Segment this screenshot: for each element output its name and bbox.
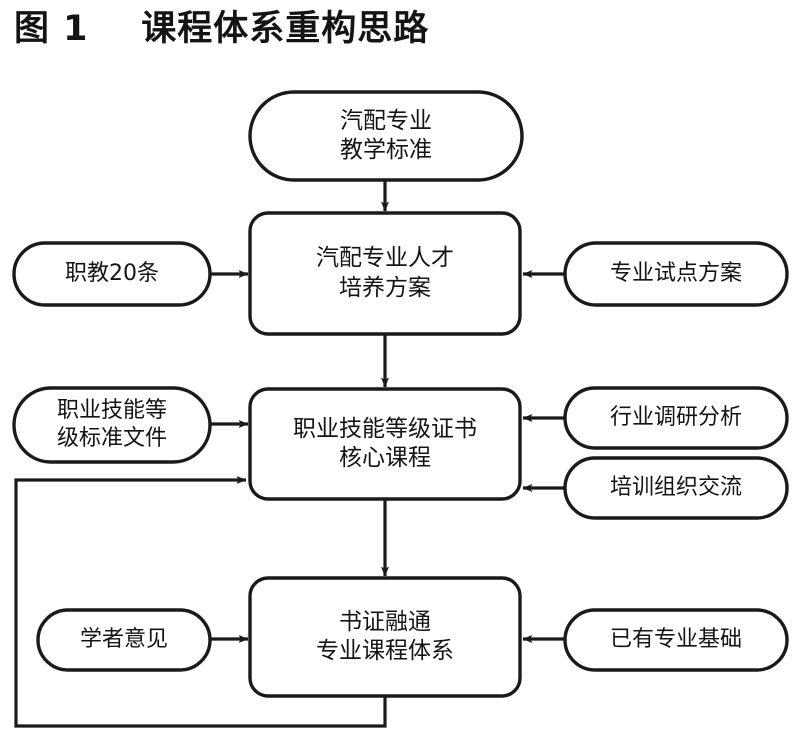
node-label: 书证融通 专业课程体系 (316, 608, 454, 664)
node-label: 职业技能等 级标准文件 (56, 397, 167, 451)
node-skill-level-standard-document[interactable]: 职业技能等 级标准文件 (14, 388, 210, 462)
node-label: 职业技能等级证书 核心课程 (293, 415, 477, 471)
node-label: 职教20条 (65, 260, 159, 286)
node-integrated-course-system[interactable]: 书证融通 专业课程体系 (250, 578, 520, 696)
node-label: 汽配专业人才 培养方案 (316, 245, 454, 301)
node-shape-existing-professional-base[interactable] (563, 608, 789, 672)
node-label: 专业试点方案 (609, 260, 742, 286)
node-shape-vocational-education-20[interactable] (12, 241, 212, 307)
node-shape-skill-certificate-core-course[interactable] (248, 387, 522, 501)
node-vocational-education-20[interactable]: 职教20条 (14, 243, 210, 305)
node-shape-scholar-opinion[interactable] (36, 608, 212, 672)
node-existing-professional-base[interactable]: 已有专业基础 (565, 610, 787, 670)
node-industry-research-analysis[interactable]: 行业调研分析 (565, 388, 787, 448)
node-label: 学者意见 (79, 626, 168, 652)
node-shape-talent-training-plan[interactable] (248, 211, 522, 336)
node-teaching-standard[interactable]: 汽配专业 教学标准 (250, 92, 522, 180)
node-shape-training-organization-exchange[interactable] (563, 456, 789, 520)
node-label: 汽配专业 教学标准 (340, 107, 432, 163)
node-scholar-opinion[interactable]: 学者意见 (38, 610, 210, 670)
node-label: 已有专业基础 (609, 626, 742, 652)
node-shape-industry-research-analysis[interactable] (563, 386, 789, 450)
node-skill-certificate-core-course[interactable]: 职业技能等级证书 核心课程 (250, 389, 520, 499)
node-shape-teaching-standard[interactable] (248, 90, 524, 182)
node-shape-integrated-course-system[interactable] (248, 576, 522, 698)
edge-system-feedback-to-core (14, 476, 387, 728)
node-shape-skill-level-standard-document[interactable] (12, 386, 212, 464)
node-shape-professional-pilot-plan[interactable] (563, 241, 789, 307)
node-label: 行业调研分析 (609, 404, 742, 430)
node-training-organization-exchange[interactable]: 培训组织交流 (565, 458, 787, 518)
node-label: 培训组织交流 (609, 474, 742, 500)
node-professional-pilot-plan[interactable]: 专业试点方案 (565, 243, 787, 305)
node-talent-training-plan[interactable]: 汽配专业人才 培养方案 (250, 213, 520, 334)
page-title: 图 1 课程体系重构思路 (14, 9, 430, 49)
